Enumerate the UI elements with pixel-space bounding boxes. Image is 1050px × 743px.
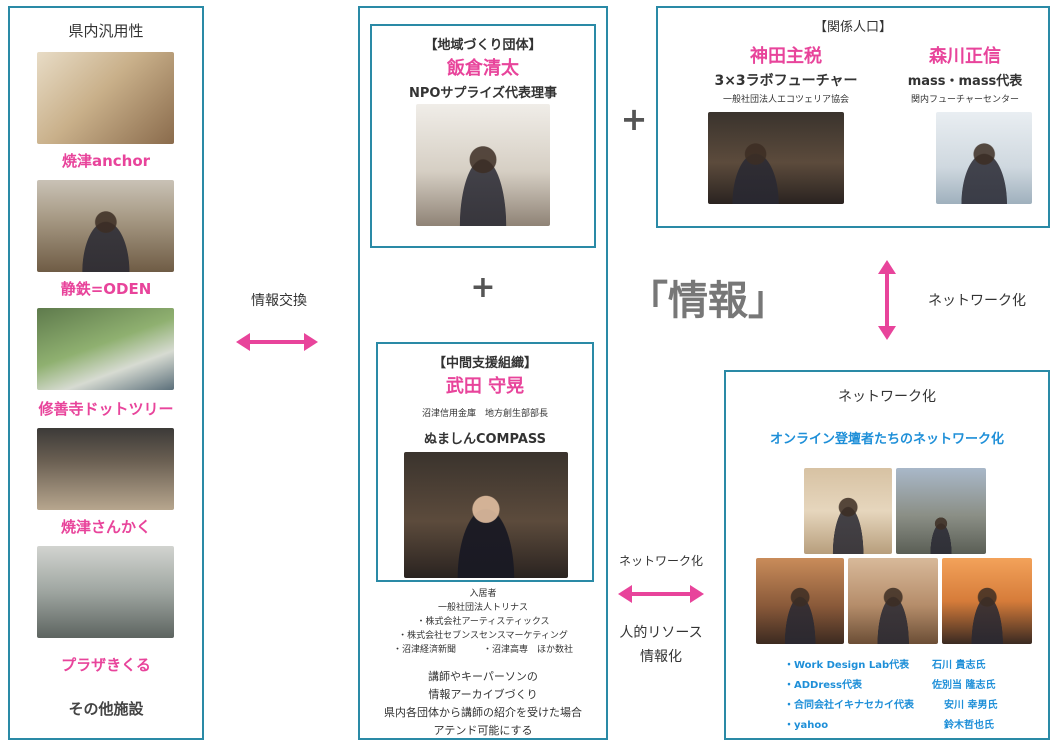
person2-org: 関内フューチャーセンター [911,95,1019,105]
plus-sign-top: + [620,100,648,138]
morikawa-photo [936,112,1032,204]
org2-affiliation: 沼津信用金庫 地方創生部部長 [421,409,548,419]
member-name: 石川 貴志氏 [932,660,986,671]
member-org: ・合同会社イキナセカイ代表 [784,700,914,711]
speaker-photo [804,468,892,554]
plus-sign: + [470,270,496,305]
person1-org: 一般社団法人エコツェリア協会 [722,95,849,105]
resource-label: 情報化 [640,649,682,665]
network-arrow-vertical [878,260,896,340]
info-label: 「情報」 [628,278,788,324]
entrant-item: ・株式会社アーティスティックス [416,617,550,627]
facility-name: 焼津さんかく [60,518,151,536]
oden-photo [37,180,174,272]
note-line: アテンド可能にする [433,724,533,737]
person1-name: 神田主税 [750,46,822,67]
network-panel: ネットワーク化 オンライン登壇者たちのネットワーク化 ・Work Design … [724,370,1050,740]
kankei-heading: 【関係人口】 [813,20,892,35]
org1-heading: 【地域づくり団体】 [424,38,542,53]
member-org: ・ADDress代表 [784,680,862,691]
member-org: ・yahoo [784,720,829,731]
org2-heading: 【中間支援組織】 [432,356,537,371]
network-title: ネットワーク化 [838,389,936,405]
facilities-panel: 県内汎用性 焼津anchor 静鉄=ODEN 修善寺ドットツリー 焼津さんかく … [8,6,204,740]
person2-name: 森川正信 [929,46,1001,67]
iikura-photo [416,104,550,226]
facility-name: 修善寺ドットツリー [38,400,174,418]
member-org: ・Work Design Lab代表 [784,660,910,671]
kankei-panel: 【関係人口】 神田主税 3×3ラボフューチャー 一般社団法人エコツェリア協会 森… [656,6,1050,228]
speaker-photo [756,558,844,644]
center-panel: 【地域づくり団体】 飯倉清太 NPOサプライズ代表理事 + 【中間支援組織】 武… [358,6,608,740]
exchange-label: 情報交換 [251,293,307,309]
org2-card: 【中間支援組織】 武田 守晃 沼津信用金庫 地方創生部部長 ぬましんCOMPAS… [376,342,594,582]
kanda-photo [708,112,844,204]
facilities-title: 県内汎用性 [68,22,144,40]
person1-role: 3×3ラボフューチャー [714,73,858,89]
org2-project: ぬましんCOMPASS [423,432,547,447]
takeda-photo [404,452,568,578]
anchor-photo [37,52,174,144]
note-line: 県内各団体から講師の紹介を受けた場合 [384,706,582,719]
org1-person-name: 飯倉清太 [447,58,519,79]
kikuru-photo [37,546,174,638]
member-name: 安川 幸男氏 [944,700,998,711]
entrant-item: ・沼津経済新聞 ・沼津高専 ほか数社 [392,645,573,655]
entrants-title: 入居者 [469,589,497,599]
network-label-bottom: ネットワーク化 [618,554,703,568]
org1-role: NPOサプライズ代表理事 [408,86,558,101]
note-line: 講師やキーパーソンの [428,670,538,683]
network-subtitle: オンライン登壇者たちのネットワーク化 [769,432,1004,447]
entrant-item: 一般社団法人トリナス [437,603,528,613]
facility-name: 焼津anchor [61,152,151,170]
speaker-photo [896,468,986,554]
facility-name: 静鉄=ODEN [60,280,152,298]
member-name: 佐別当 隆志氏 [932,680,996,691]
person2-role: mass・mass代表 [907,74,1023,89]
note-line: 情報アーカイブづくり [428,688,538,701]
member-name: 鈴木哲也氏 [944,720,994,731]
resource-label: 人的リソース [619,625,703,641]
entrant-item: ・株式会社セブンスセンスマーケティング [398,631,568,641]
other-facilities: その他施設 [68,700,144,718]
sankaku-photo [37,428,174,510]
network-arrow-horizontal [618,585,704,603]
speaker-photo [848,558,938,644]
speaker-photo [942,558,1032,644]
facility-name: プラザきくる [61,656,151,674]
dottree-photo [37,308,174,390]
org1-card: 【地域づくり団体】 飯倉清太 NPOサプライズ代表理事 [370,24,596,248]
exchange-arrow [236,333,318,351]
org2-person-name: 武田 守晃 [445,376,525,397]
network-label-right: ネットワーク化 [928,293,1026,309]
